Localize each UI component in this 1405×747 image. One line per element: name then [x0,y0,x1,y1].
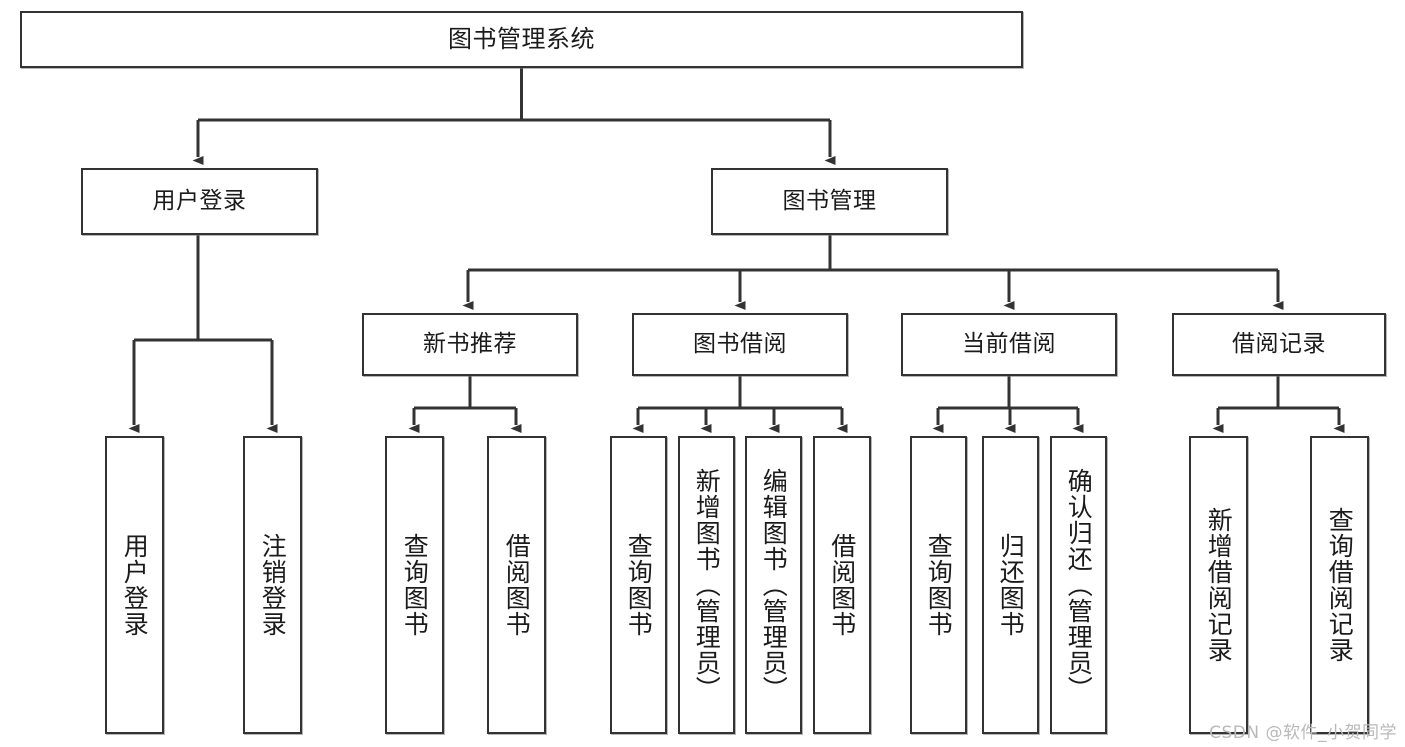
node-root-label: 图书管理系统 [448,24,595,53]
node-leaf-confirm-return-label: 确认归还（管理员） [1064,468,1094,702]
node-book-manage[interactable]: 图书管理 [711,168,948,235]
node-book-borrow[interactable]: 图书借阅 [632,313,848,376]
node-borrow-record-label: 借阅记录 [1232,331,1326,358]
node-leaf-edit-book-label: 编辑图书（管理员） [759,468,789,702]
node-leaf-query-book-1-label: 查询图书 [400,533,430,637]
node-leaf-query-book-3[interactable]: 查询图书 [910,436,967,734]
node-current-borrow-label: 当前借阅 [962,331,1056,358]
node-book-manage-label: 图书管理 [782,188,877,215]
node-leaf-query-book-3-label: 查询图书 [924,533,954,637]
node-leaf-return-book-label: 归还图书 [996,533,1026,637]
node-current-borrow[interactable]: 当前借阅 [901,313,1117,376]
node-leaf-add-record[interactable]: 新增借阅记录 [1189,436,1248,734]
node-leaf-query-record[interactable]: 查询借阅记录 [1310,436,1369,734]
node-leaf-add-book[interactable]: 新增图书（管理员） [678,436,735,734]
node-leaf-query-record-label: 查询借阅记录 [1325,507,1355,663]
node-leaf-return-book[interactable]: 归还图书 [982,436,1039,734]
node-leaf-query-book-2[interactable]: 查询图书 [610,436,667,734]
node-leaf-borrow-book-2-label: 借阅图书 [827,533,857,637]
node-leaf-borrow-book-2[interactable]: 借阅图书 [813,436,871,734]
node-leaf-confirm-return[interactable]: 确认归还（管理员） [1050,436,1107,734]
watermark: CSDN @软件_小贺同学 [1209,723,1397,743]
node-leaf-user-login[interactable]: 用户登录 [105,436,164,734]
node-leaf-user-login-label: 用户登录 [120,533,150,637]
node-leaf-add-record-label: 新增借阅记录 [1204,507,1234,663]
node-leaf-borrow-book-1-label: 借阅图书 [502,533,532,637]
node-user-login-label: 用户登录 [152,188,247,215]
node-leaf-user-logout[interactable]: 注销登录 [243,436,302,734]
node-leaf-user-logout-label: 注销登录 [258,533,288,637]
node-borrow-record[interactable]: 借阅记录 [1172,313,1386,376]
node-user-login[interactable]: 用户登录 [81,168,318,235]
node-book-borrow-label: 图书借阅 [693,331,787,358]
node-leaf-borrow-book-1[interactable]: 借阅图书 [487,436,546,734]
node-leaf-query-book-2-label: 查询图书 [624,533,654,637]
node-leaf-edit-book[interactable]: 编辑图书（管理员） [745,436,802,734]
node-new-book-rec[interactable]: 新书推荐 [362,313,578,376]
node-leaf-query-book-1[interactable]: 查询图书 [385,436,444,734]
node-new-book-rec-label: 新书推荐 [423,331,517,358]
node-leaf-add-book-label: 新增图书（管理员） [692,468,722,702]
node-root[interactable]: 图书管理系统 [20,11,1023,68]
